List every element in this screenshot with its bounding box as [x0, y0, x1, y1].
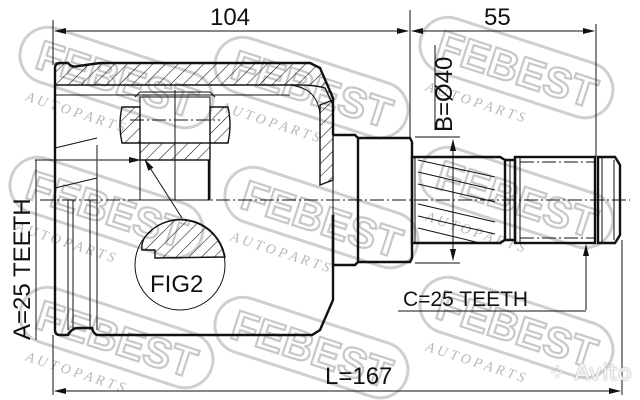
avito-logo-icon: ⁘ — [548, 361, 568, 386]
svg-text:L=167: L=167 — [325, 363, 392, 390]
svg-text:104: 104 — [210, 4, 250, 31]
svg-text:C=25 TEETH: C=25 TEETH — [403, 288, 528, 311]
svg-text:55: 55 — [484, 4, 511, 31]
dimension-104: 104 — [52, 4, 411, 138]
dimension-total-length: L=167 — [52, 240, 623, 395]
fig2-label: FIG2 — [150, 271, 203, 298]
svg-text:B=Ø40: B=Ø40 — [431, 57, 458, 132]
tripod-roller — [119, 90, 231, 201]
fig2-detail: FIG2 — [98, 157, 226, 311]
joint-housing — [53, 61, 335, 337]
dimension-spline-c: C=25 TEETH — [398, 244, 589, 312]
dimension-55: 55 — [411, 4, 597, 157]
dimension-diameter-b: B=Ø40 — [415, 45, 460, 264]
marketplace-watermark: ⁘ Avito — [548, 361, 632, 386]
svg-text:A=25 TEETH: A=25 TEETH — [9, 198, 36, 340]
dimension-spline-a: A=25 TEETH — [9, 159, 97, 340]
